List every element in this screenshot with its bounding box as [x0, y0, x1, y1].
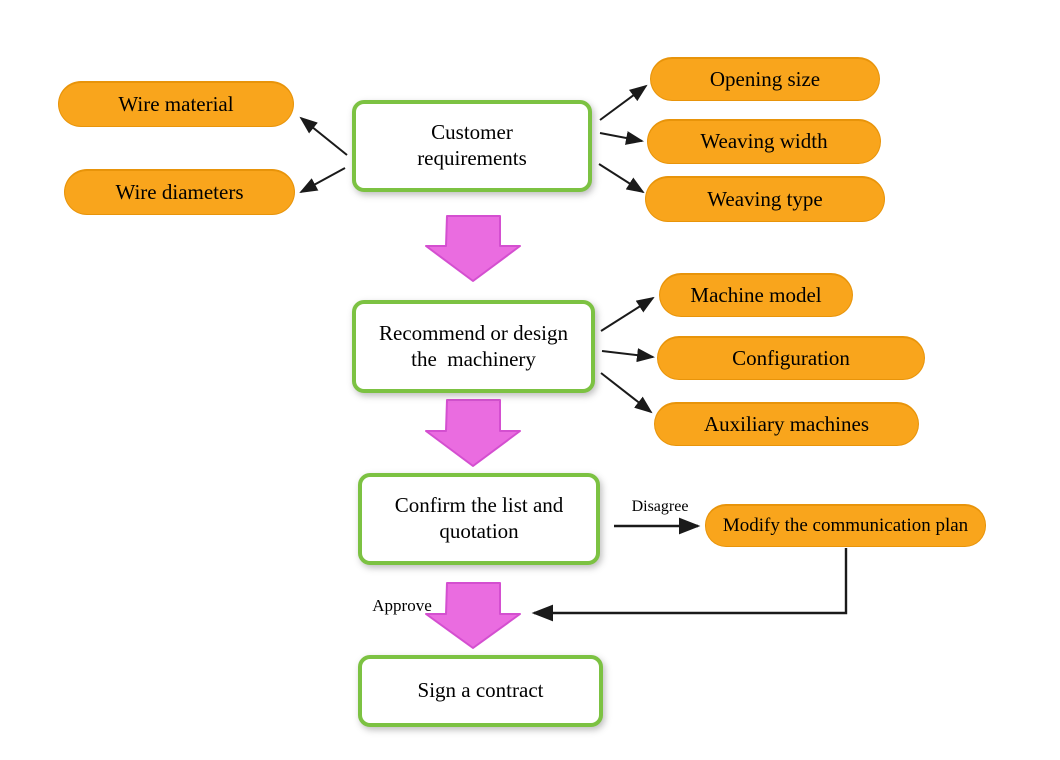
weaving-type-label: Weaving type — [707, 186, 823, 211]
edge-recommend-to-auxiliary — [600, 372, 653, 414]
edge-customer-to-weaving-width — [599, 131, 644, 145]
flow-arrow-1 — [425, 215, 521, 282]
confirm-quotation-label: Confirm the list and quotation — [394, 493, 564, 543]
edge-customer-to-opening-size — [599, 84, 648, 121]
opening-size-pill: Opening size — [650, 57, 880, 101]
modify-communication-plan-label: Modify the communication plan — [722, 514, 969, 536]
wire-material-pill: Wire material — [58, 81, 294, 127]
edge-recommend-to-machine-model — [600, 296, 655, 332]
machine-model-pill: Machine model — [659, 273, 853, 317]
configuration-pill: Configuration — [657, 336, 925, 380]
edge-recommend-to-configuration — [601, 348, 655, 363]
confirm-quotation-box: Confirm the list and quotation — [358, 473, 600, 565]
modify-communication-plan-pill: Modify the communication plan — [705, 504, 986, 547]
flow-arrow-2 — [425, 399, 521, 467]
sign-contract-label: Sign a contract — [417, 678, 544, 703]
customer-requirements-label: Customer requirements — [417, 120, 527, 170]
edge-modify-return — [531, 548, 848, 622]
wire-material-label: Wire material — [118, 91, 234, 116]
auxiliary-machines-pill: Auxiliary machines — [654, 402, 919, 446]
weaving-type-pill: Weaving type — [645, 176, 885, 222]
recommend-machinery-box: Recommend or design the machinery — [352, 300, 595, 393]
edge-customer-to-wire-diameters — [299, 167, 346, 193]
flow-arrow-3 — [425, 582, 521, 649]
machine-model-label: Machine model — [690, 282, 822, 307]
wire-diameters-label: Wire diameters — [115, 179, 244, 204]
weaving-width-pill: Weaving width — [647, 119, 881, 164]
wire-diameters-pill: Wire diameters — [64, 169, 295, 215]
approve-edge-label: Approve — [372, 596, 432, 615]
opening-size-label: Opening size — [709, 66, 821, 91]
disagree-edge-label: Disagree — [631, 498, 689, 515]
weaving-width-label: Weaving width — [700, 129, 828, 154]
configuration-label: Configuration — [732, 345, 850, 370]
recommend-machinery-label: Recommend or design the machinery — [379, 320, 568, 371]
sign-contract-box: Sign a contract — [358, 655, 603, 727]
edge-customer-to-wire-material — [299, 116, 348, 156]
edge-customer-to-weaving-type — [598, 163, 645, 194]
customer-requirements-box: Customer requirements — [352, 100, 592, 192]
auxiliary-machines-label: Auxiliary machines — [703, 411, 870, 436]
